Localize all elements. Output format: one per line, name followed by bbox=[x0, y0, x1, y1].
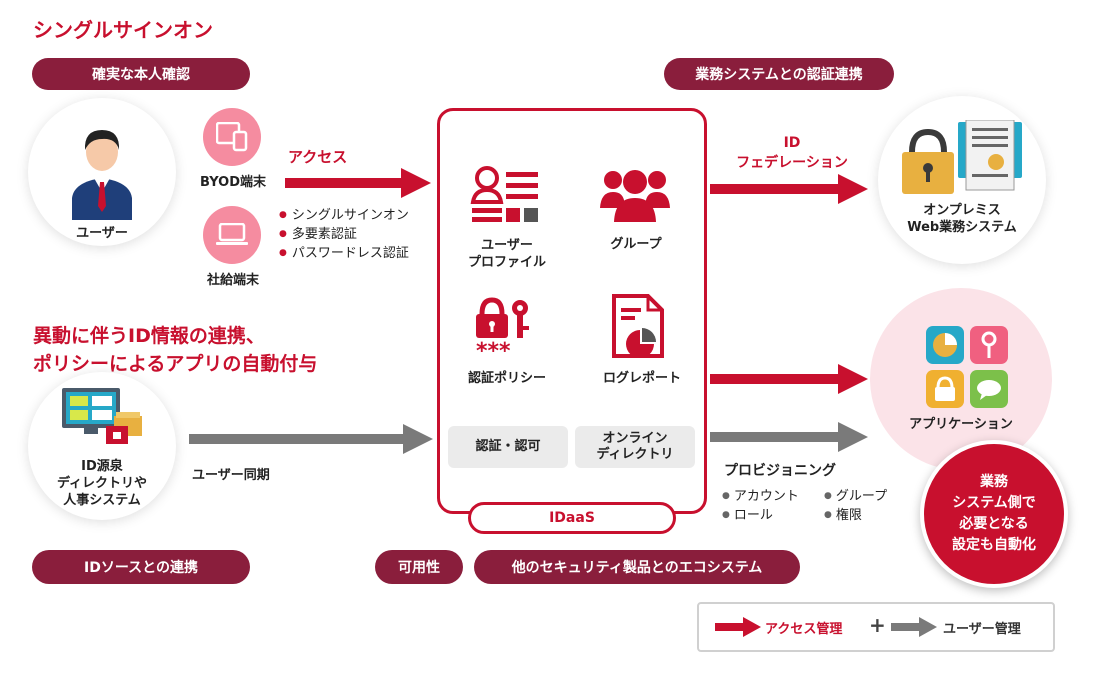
federation-arrow bbox=[710, 174, 868, 204]
user-profile-line1: ユーザー bbox=[481, 238, 533, 253]
prov-role: ロール bbox=[722, 506, 773, 525]
onprem-line2: Web業務システム bbox=[907, 220, 1017, 235]
user-circle: ユーザー bbox=[28, 98, 176, 246]
user-sync-label: ユーザー同期 bbox=[192, 468, 270, 483]
feature-passwordless: パスワードレス認証 bbox=[279, 244, 409, 263]
section2-line2: ポリシーによるアプリの自動付与 bbox=[33, 353, 318, 375]
user-label: ユーザー bbox=[76, 226, 128, 241]
idaas-label: IDaaS bbox=[468, 502, 676, 534]
application-label: アプリケーション bbox=[909, 417, 1013, 432]
legend-access-arrow bbox=[715, 617, 761, 637]
user-profile-line2: プロファイル bbox=[467, 255, 546, 270]
byod-device bbox=[203, 108, 261, 166]
id-source-line1: ID源泉 bbox=[81, 459, 123, 474]
feature-sso: シングルサインオン bbox=[279, 206, 409, 225]
online-directory-line2: ディレクトリ bbox=[596, 447, 674, 462]
user-icon bbox=[72, 130, 132, 220]
legend-access-label: アクセス管理 bbox=[765, 622, 843, 637]
online-directory-line1: オンライン bbox=[602, 431, 668, 446]
auto-config-line3: 必要となる bbox=[959, 516, 1029, 532]
pill-id-source: IDソースとの連携 bbox=[32, 550, 250, 584]
application-circle: アプリケーション bbox=[870, 288, 1052, 470]
company-device-label: 社給端末 bbox=[206, 273, 259, 288]
section2-line1: 異動に伴うID情報の連携、 bbox=[33, 325, 265, 347]
pill-ecosystem: 他のセキュリティ製品とのエコシステム bbox=[474, 550, 800, 584]
auto-config-line4: 設定も自動化 bbox=[952, 537, 1036, 553]
prov-account: アカウント bbox=[722, 487, 799, 506]
log-report-label: ログレポート bbox=[602, 371, 681, 386]
report-icon bbox=[612, 294, 664, 358]
federation-line1: ID bbox=[783, 135, 801, 151]
feature-mfa: 多要素認証 bbox=[279, 225, 357, 244]
auto-config-line1: 業務 bbox=[980, 474, 1008, 490]
user-sync-arrow bbox=[189, 424, 433, 454]
laptop-icon bbox=[216, 223, 248, 245]
legend-user-arrow bbox=[891, 617, 937, 637]
access-to-app-arrow bbox=[710, 364, 868, 394]
id-source-line3: 人事システム bbox=[63, 493, 141, 508]
access-label: アクセス bbox=[288, 148, 348, 166]
tablet-phone-icon bbox=[216, 122, 248, 152]
svg-text:***: *** bbox=[476, 339, 511, 360]
provisioning-arrow bbox=[710, 422, 868, 452]
legend-plus: + bbox=[869, 613, 886, 637]
company-device bbox=[203, 206, 261, 264]
federation-label: ID フェデレーション bbox=[712, 133, 872, 173]
id-source-circle: ID源泉 ディレクトリや 人事システム bbox=[28, 372, 176, 520]
online-directory-box: オンライン ディレクトリ bbox=[575, 426, 695, 468]
profile-card-icon bbox=[470, 166, 538, 222]
user-profile-label: ユーザー プロファイル bbox=[455, 237, 559, 271]
app-tiles-icon bbox=[926, 326, 1008, 408]
byod-label: BYOD端末 bbox=[200, 175, 266, 190]
pill-availability: 可用性 bbox=[375, 550, 463, 584]
group-label: グループ bbox=[610, 237, 662, 252]
auto-config-badge: 業務 システム側で 必要となる 設定も自動化 bbox=[920, 440, 1068, 588]
lock-document-icon bbox=[902, 120, 1022, 194]
pill-business-auth: 業務システムとの認証連携 bbox=[664, 58, 894, 90]
federation-line2: フェデレーション bbox=[736, 155, 848, 171]
pill-identity: 確実な本人確認 bbox=[32, 58, 250, 90]
group-icon bbox=[600, 170, 670, 222]
authn-authz-box: 認証・認可 bbox=[448, 426, 568, 468]
id-source-line2: ディレクトリや bbox=[56, 476, 148, 491]
onprem-label: オンプレミス Web業務システム bbox=[878, 202, 1046, 236]
onprem-line1: オンプレミス bbox=[923, 203, 1001, 218]
legend-user-label: ユーザー管理 bbox=[943, 622, 1021, 637]
password-lock-icon: *** bbox=[476, 297, 529, 360]
legend-box: アクセス管理 + ユーザー管理 bbox=[697, 602, 1055, 652]
auto-config-line2: システム側で bbox=[952, 495, 1036, 511]
section-title-sync: 異動に伴うID情報の連携、 ポリシーによるアプリの自動付与 bbox=[33, 322, 317, 378]
section-title-sso: シングルサインオン bbox=[33, 18, 213, 42]
onprem-circle: オンプレミス Web業務システム bbox=[878, 96, 1046, 264]
directory-screen-icon bbox=[62, 388, 142, 444]
prov-group: グループ bbox=[824, 487, 887, 506]
auth-policy-label: 認証ポリシー bbox=[467, 371, 546, 386]
provisioning-title: プロビジョニング bbox=[724, 463, 836, 479]
id-source-label: ID源泉 ディレクトリや 人事システム bbox=[28, 458, 176, 509]
prov-permission: 権限 bbox=[824, 506, 862, 525]
access-arrow bbox=[285, 168, 431, 198]
